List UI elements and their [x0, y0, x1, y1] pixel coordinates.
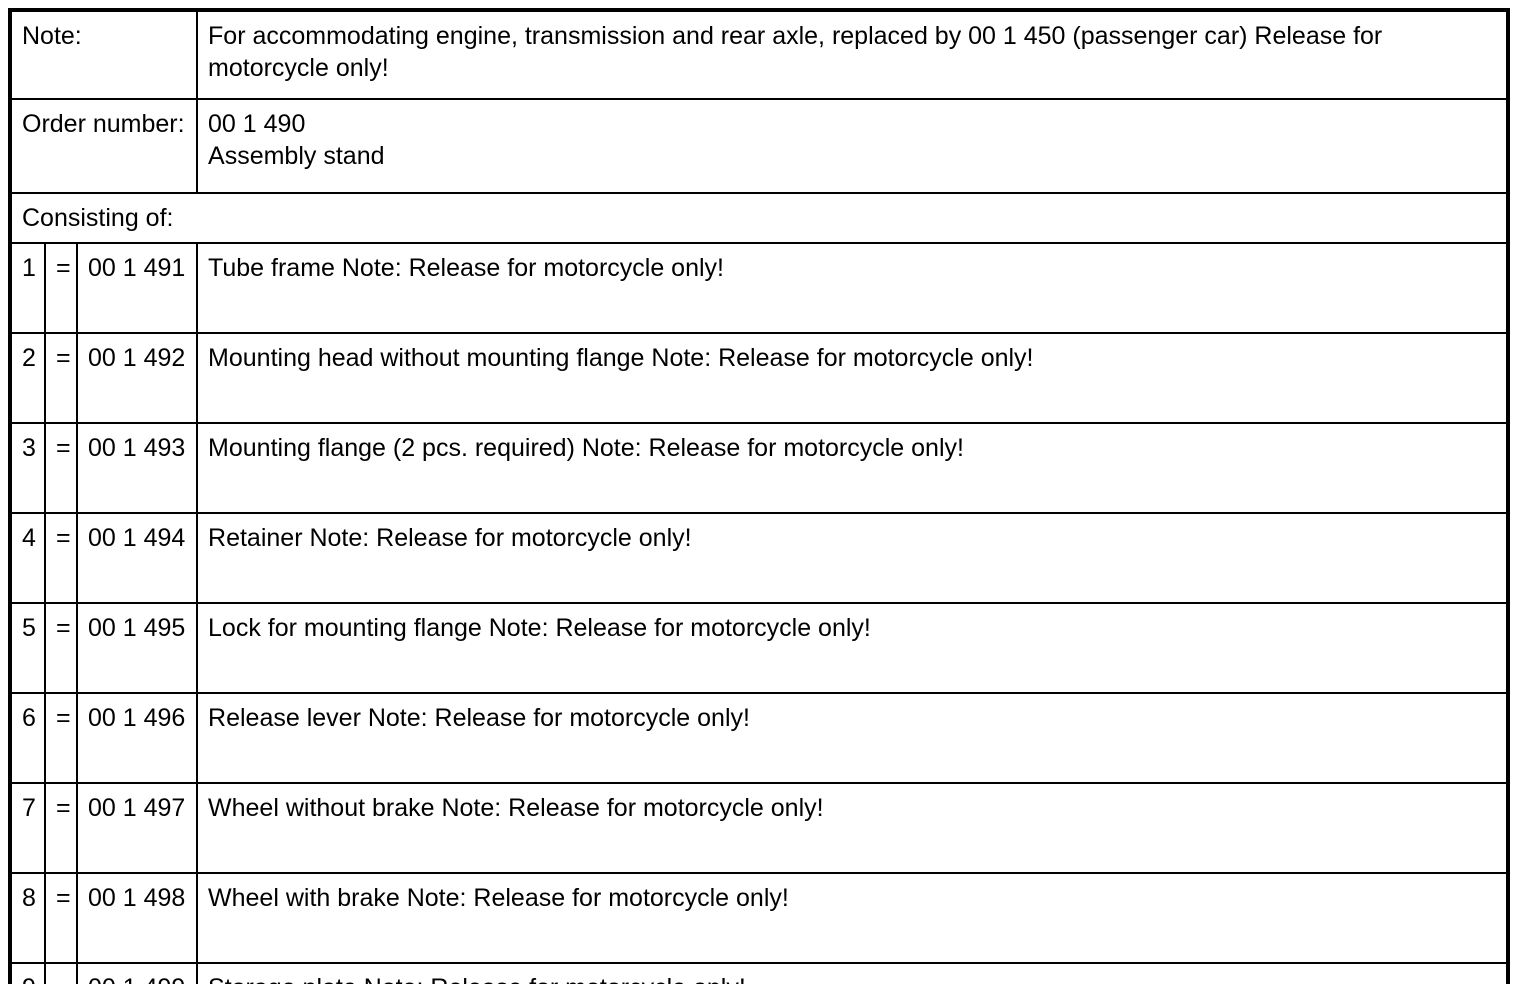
equals-sign: = — [44, 602, 78, 694]
order-number-row: Order number: 00 1 490 Assembly stand — [8, 98, 1510, 194]
item-row-2: 2 = 00 1 492 Mounting head without mount… — [9, 332, 1510, 424]
equals-sign: = — [44, 332, 78, 424]
order-number-cell: 00 1 490 Assembly stand — [196, 98, 1510, 194]
item-description: Wheel with brake Note: Release for motor… — [196, 872, 1510, 964]
product-name: Assembly stand — [208, 142, 385, 170]
item-row-1: 1 = 00 1 491 Tube frame Note: Release fo… — [9, 242, 1510, 334]
equals-sign: = — [44, 512, 78, 604]
note-row: Note: For accommodating engine, transmis… — [8, 9, 1510, 100]
item-row-8: 8 = 00 1 498 Wheel with brake Note: Rele… — [9, 872, 1510, 964]
note-label: Note: — [8, 9, 199, 100]
consisting-of-label: Consisting of: — [8, 192, 1510, 244]
item-pos: 2 — [9, 332, 46, 424]
item-description: Tube frame Note: Release for motorcycle … — [196, 242, 1510, 334]
item-part-number: 00 1 495 — [75, 602, 199, 694]
equals-sign: = — [44, 422, 78, 514]
item-description: Retainer Note: Release for motorcycle on… — [196, 512, 1510, 604]
item-part-number: 00 1 498 — [75, 872, 199, 964]
item-row-7: 7 = 00 1 497 Wheel without brake Note: R… — [9, 782, 1510, 874]
item-pos: 6 — [9, 692, 46, 784]
order-number-label: Order number: — [8, 98, 199, 194]
item-part-number: 00 1 491 — [75, 242, 199, 334]
consisting-of-row: Consisting of: — [8, 192, 1510, 244]
item-pos: 9 — [9, 962, 46, 984]
item-part-number: 00 1 494 — [75, 512, 199, 604]
item-row-6: 6 = 00 1 496 Release lever Note: Release… — [9, 692, 1510, 784]
item-description: Wheel without brake Note: Release for mo… — [196, 782, 1510, 874]
order-number-value: 00 1 490 — [208, 110, 306, 138]
item-part-number: 00 1 497 — [75, 782, 199, 874]
item-description: Mounting head without mounting flange No… — [196, 332, 1510, 424]
note-text: For accommodating engine, transmission a… — [196, 9, 1510, 100]
item-description: Lock for mounting flange Note: Release f… — [196, 602, 1510, 694]
equals-sign: = — [44, 782, 78, 874]
item-part-number: 00 1 499 — [75, 962, 199, 984]
item-row-3: 3 = 00 1 493 Mounting flange (2 pcs. req… — [9, 422, 1510, 514]
item-pos: 3 — [9, 422, 46, 514]
parts-table: Note: For accommodating engine, transmis… — [8, 8, 1511, 984]
item-description: Storage plate Note: Release for motorcyc… — [196, 962, 1510, 984]
item-description: Release lever Note: Release for motorcyc… — [196, 692, 1510, 784]
item-pos: 4 — [9, 512, 46, 604]
equals-sign: = — [44, 242, 78, 334]
item-pos: 1 — [9, 242, 46, 334]
item-pos: 7 — [9, 782, 46, 874]
item-part-number: 00 1 492 — [75, 332, 199, 424]
item-part-number: 00 1 493 — [75, 422, 199, 514]
equals-sign: = — [44, 962, 78, 984]
item-description: Mounting flange (2 pcs. required) Note: … — [196, 422, 1510, 514]
item-row-5: 5 = 00 1 495 Lock for mounting flange No… — [9, 602, 1510, 694]
equals-sign: = — [44, 692, 78, 784]
item-row-4: 4 = 00 1 494 Retainer Note: Release for … — [9, 512, 1510, 604]
equals-sign: = — [44, 872, 78, 964]
item-row-9: 9 = 00 1 499 Storage plate Note: Release… — [9, 962, 1510, 984]
item-part-number: 00 1 496 — [75, 692, 199, 784]
item-pos: 5 — [9, 602, 46, 694]
item-pos: 8 — [9, 872, 46, 964]
